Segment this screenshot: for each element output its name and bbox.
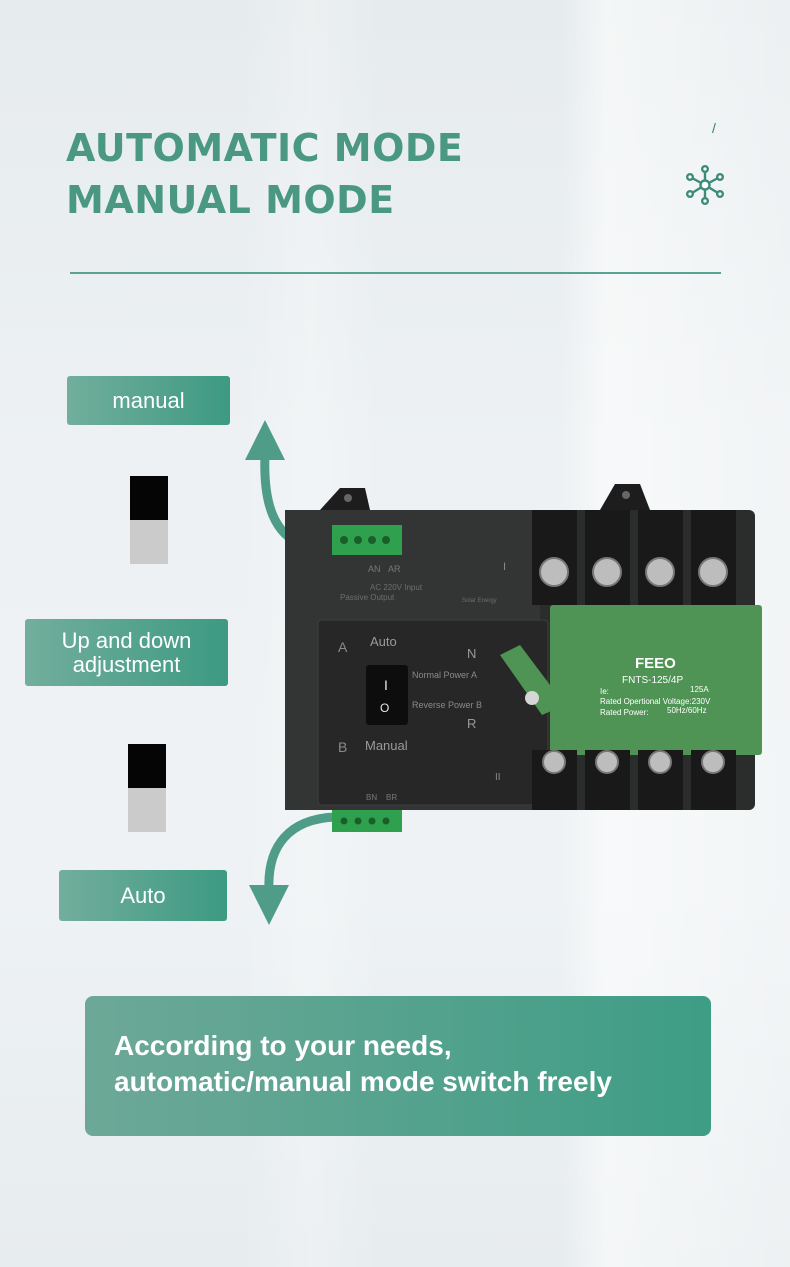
switch-pressed-half (130, 476, 168, 520)
device-roman-one: I (503, 561, 506, 573)
switch-released-half (128, 788, 166, 832)
up-down-label-line1: Up and down (61, 627, 192, 653)
device-ie-value: 125A (690, 685, 709, 694)
auto-mode-label-text: Auto (120, 882, 166, 908)
auto-mode-label: Auto (59, 870, 227, 921)
device-terminal-an: AN (368, 564, 381, 574)
manual-mode-label-text: manual (112, 387, 185, 413)
network-hub-icon (686, 165, 725, 205)
device-voltage: Rated Opertional Voltage:230V (600, 697, 711, 706)
device-reverse-power: Reverse Power B (412, 700, 482, 710)
device-brand: FEEO (635, 655, 676, 672)
device-ac-input: AC 220V Input (370, 583, 423, 592)
device-normal-power: Normal Power A (412, 670, 477, 680)
device-power-value: 50Hz/60Hz (667, 706, 707, 715)
device-power-label: Rated Power: (600, 708, 648, 717)
device-manual-text: Manual (365, 738, 408, 753)
up-down-label-line2: adjustment (72, 651, 181, 677)
header-divider (70, 272, 721, 274)
feature-callout-banner: According to your needs, automatic/manua… (85, 996, 711, 1136)
title-line-manual: MANUAL MODE (66, 178, 395, 222)
device-roman-two: II (495, 772, 501, 783)
switch-position-manual-icon (130, 476, 168, 564)
callout-line1: According to your needs, (114, 1030, 452, 1061)
up-down-adjustment-label: Up and down adjustment (25, 619, 228, 686)
transfer-switch-device-image: AN AR Passive Output AC 220V Input Solar… (285, 484, 762, 832)
device-mark-r: R (467, 716, 476, 731)
device-terminal-ar: AR (388, 564, 401, 574)
device-ie-label: Ie: (600, 687, 609, 696)
device-auto-text: Auto (370, 634, 397, 649)
device-terminal-br: BR (386, 793, 397, 802)
device-solar-energy: Solar Energy (462, 598, 497, 604)
device-terminal-bn: BN (366, 793, 377, 802)
curved-arrow-down-icon (249, 812, 340, 925)
device-switch-off: O (380, 701, 389, 715)
device-switch-on: I (384, 677, 388, 693)
switch-pressed-half (128, 744, 166, 788)
device-passive-output: Passive Output (340, 593, 395, 602)
device-mark-a: A (338, 639, 348, 655)
device-mark-b: B (338, 739, 347, 755)
switch-released-half (130, 520, 168, 564)
device-mark-n: N (467, 646, 476, 661)
title-line-automatic: AUTOMATIC MODE (66, 126, 464, 170)
switch-position-auto-icon (128, 744, 166, 832)
manual-mode-label: manual (67, 376, 230, 425)
page-title: AUTOMATIC MODE MANUAL MODE (66, 122, 463, 226)
device-model: FNTS-125/4P (622, 675, 683, 686)
decorative-slash: / (712, 120, 716, 136)
callout-line2: automatic/manual mode switch freely (114, 1066, 612, 1097)
